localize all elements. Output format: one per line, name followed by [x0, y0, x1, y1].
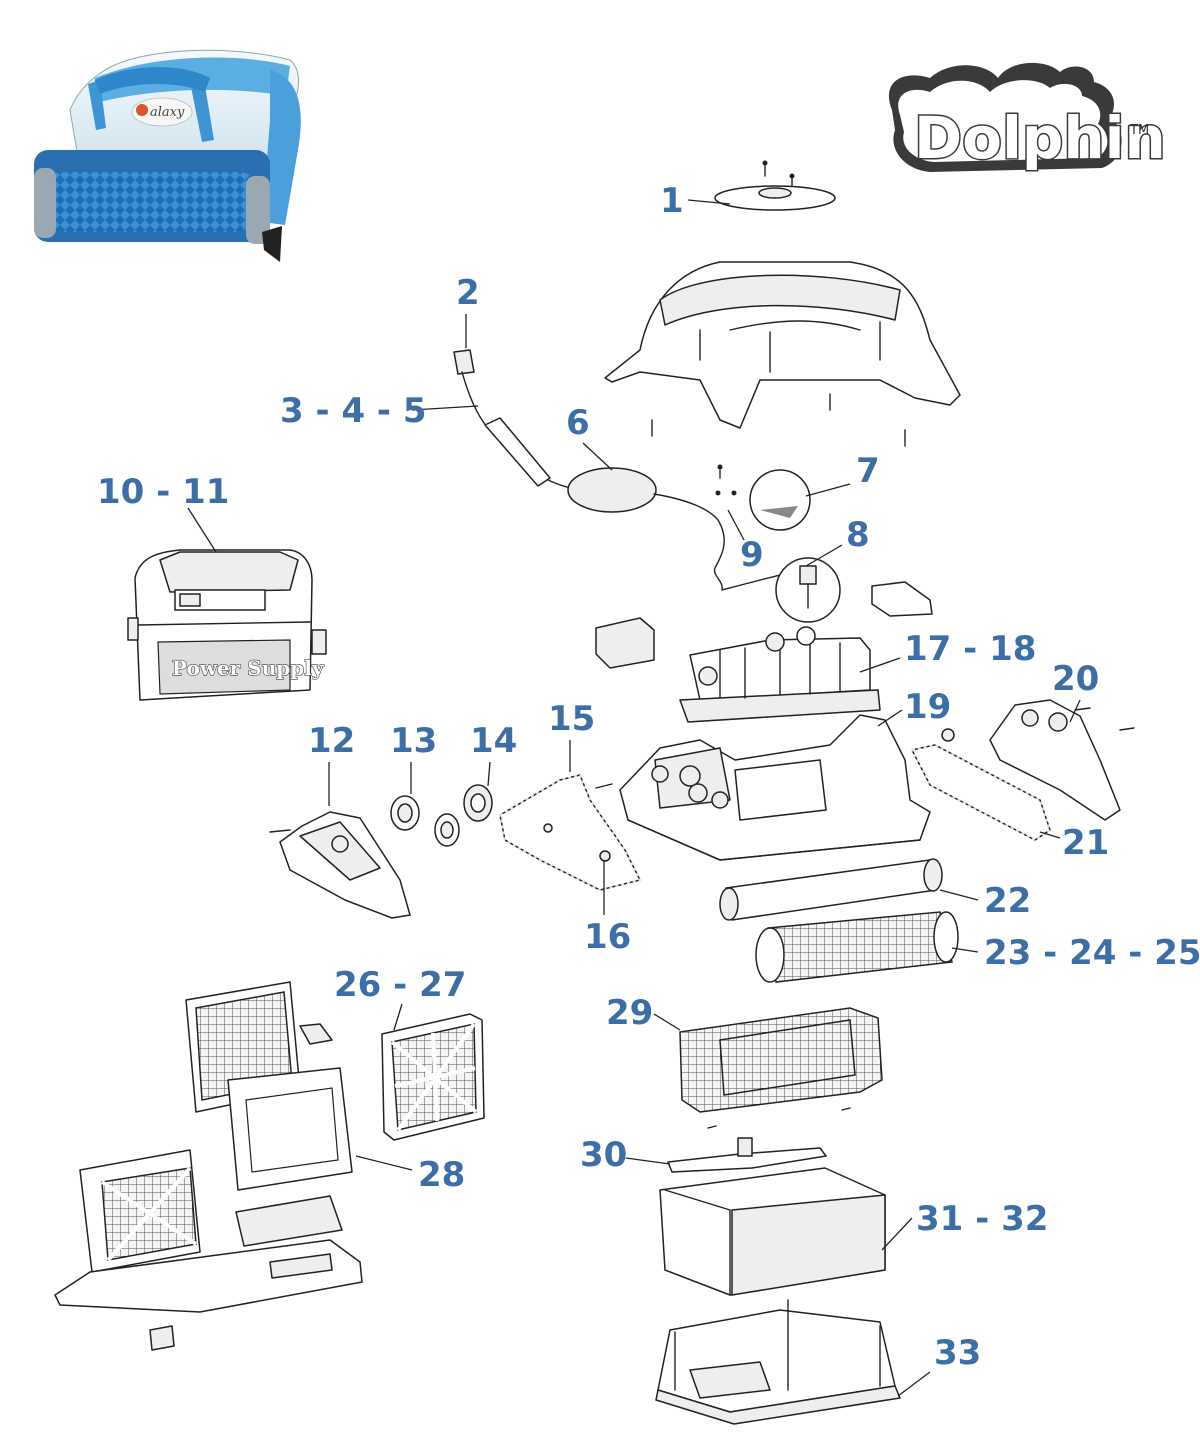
power-supply-panel-text: Power Supply [172, 656, 325, 680]
part-26-27-filter-panel [381, 1013, 485, 1141]
label-21: 21 [1062, 823, 1109, 863]
part-31-32-filter-housing [659, 1167, 886, 1296]
part-12-side-plate-left [269, 811, 411, 919]
logo-trademark: TM [1129, 123, 1149, 138]
part-1-top-cap [714, 160, 836, 211]
part-8-motor-detail [775, 557, 841, 623]
label-19: 19 [904, 687, 951, 727]
label-14: 14 [470, 721, 517, 761]
part-23-25-brush [755, 911, 959, 983]
label-2: 2 [456, 273, 480, 313]
label-33: 33 [934, 1333, 981, 1373]
label-31-32: 31 - 32 [916, 1199, 1048, 1239]
label-9: 9 [740, 535, 764, 575]
label-6: 6 [566, 403, 590, 443]
robot-product-photo: alaxy [34, 49, 301, 262]
top-shell-cover [604, 261, 961, 447]
power-supply-unit: Power Supply [127, 549, 327, 701]
label-1: 1 [660, 181, 684, 221]
part-28-filter-assembly [54, 981, 363, 1351]
label-12: 12 [308, 721, 355, 761]
product-badge-text: alaxy [150, 105, 185, 120]
label-30: 30 [580, 1135, 627, 1175]
part-13-bearing [390, 795, 460, 847]
label-17-18: 17 - 18 [904, 629, 1036, 669]
part-30-latch-bar [667, 1137, 827, 1173]
label-20: 20 [1052, 659, 1099, 699]
label-22: 22 [984, 881, 1031, 921]
part-15-16-left-track [498, 773, 642, 892]
label-28: 28 [418, 1155, 465, 1195]
label-29: 29 [606, 993, 653, 1033]
label-7: 7 [856, 451, 880, 491]
label-26-27: 26 - 27 [334, 965, 466, 1005]
part-22-roller-tube [719, 858, 943, 921]
label-15: 15 [548, 699, 595, 739]
part-21-right-track [910, 743, 1052, 842]
label-16: 16 [584, 917, 631, 957]
part-7-impeller-detail [715, 464, 811, 531]
label-3-4-5: 3 - 4 - 5 [280, 391, 427, 431]
label-23-24-25: 23 - 24 - 25 [984, 933, 1200, 973]
label-10-11: 10 - 11 [97, 472, 229, 512]
motor-bracket [871, 581, 933, 617]
part-20-side-plate-right [941, 699, 1135, 821]
impeller-cover-block [595, 617, 655, 669]
part-29-filter-basket [679, 1007, 883, 1129]
logo-wordmark: Dolphin [914, 104, 1166, 172]
label-8: 8 [846, 515, 870, 555]
part-17-18-motor-unit [679, 626, 881, 723]
part-labels: 1 2 3 - 4 - 5 6 7 8 9 10 - 11 12 13 14 1… [97, 181, 1200, 1373]
dolphin-logo: Dolphin TM [888, 62, 1167, 174]
part-33-bottom-tray [655, 1299, 901, 1425]
part-19-chassis [619, 714, 931, 861]
leader-lines [187, 199, 1081, 1397]
label-13: 13 [390, 721, 437, 761]
part-14-drive-gear [463, 784, 493, 822]
